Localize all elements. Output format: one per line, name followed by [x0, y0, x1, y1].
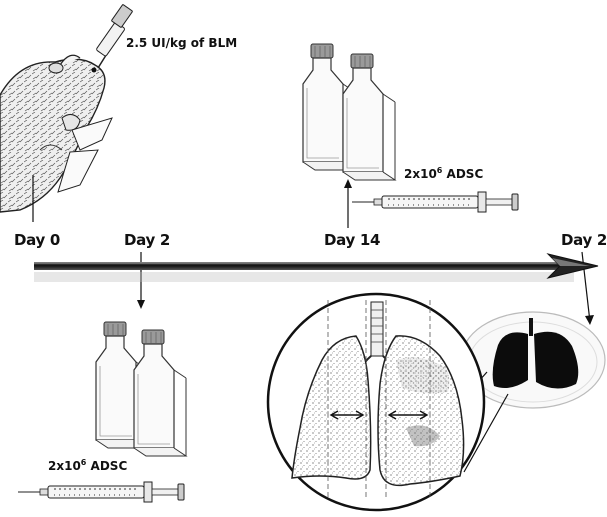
- marker-arrow-day14: [344, 179, 352, 228]
- timeline-label-day14: Day 14: [324, 231, 380, 249]
- adsc-label-day14: 2x106 ADSC: [404, 166, 483, 181]
- dose-label: 2.5 UI/kg of BLM: [126, 36, 237, 50]
- rat-illustration: [0, 55, 112, 212]
- adsc-label-day2: 2x106 ADSC: [48, 458, 127, 473]
- timeline-arrow: [34, 254, 598, 282]
- flask-icon-day14-b: [343, 54, 395, 180]
- syringe-icon-day14: [352, 192, 518, 212]
- timeline-label-day2: Day 2: [124, 231, 170, 249]
- timeline-label-day28: Day 28: [561, 231, 607, 249]
- syringe-icon-day2: [18, 482, 184, 502]
- timeline-label-day0: Day 0: [14, 231, 60, 249]
- magnified-lung-circle: [268, 294, 484, 510]
- flask-icon-day2-b: [134, 330, 186, 456]
